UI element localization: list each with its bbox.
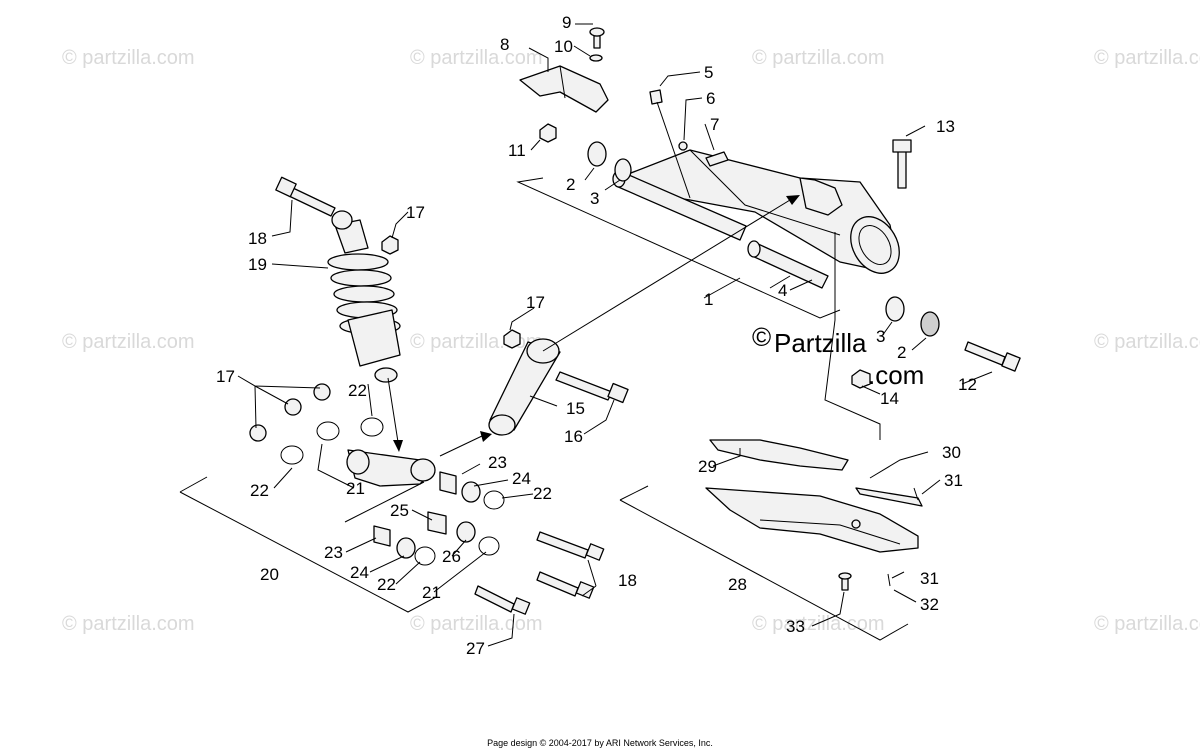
callout-21: 21 bbox=[422, 583, 441, 602]
callout-18: 18 bbox=[618, 571, 637, 590]
watermark-text: © partzilla.com bbox=[1094, 331, 1200, 353]
watermark-text: © partzilla.com bbox=[62, 613, 195, 635]
copyright-symbol: © bbox=[752, 322, 771, 352]
callout-26: 26 bbox=[442, 547, 461, 566]
callout-10: 10 bbox=[554, 37, 573, 56]
callout-2: 2 bbox=[566, 175, 575, 194]
watermark-text: © partzilla.com bbox=[62, 331, 195, 353]
callout-22: 22 bbox=[533, 484, 552, 503]
callout-28: 28 bbox=[728, 575, 747, 594]
callout-21: 21 bbox=[346, 479, 365, 498]
callout-32: 32 bbox=[920, 595, 939, 614]
leader-lines bbox=[237, 23, 993, 647]
callout-31: 31 bbox=[920, 569, 939, 588]
callout-3: 3 bbox=[590, 189, 599, 208]
callout-31: 31 bbox=[944, 471, 963, 490]
callout-17: 17 bbox=[216, 367, 235, 386]
arrows bbox=[387, 195, 800, 457]
watermark-text: © partzilla.com bbox=[62, 47, 195, 69]
callout-12: 12 bbox=[958, 375, 977, 394]
callout-23: 23 bbox=[488, 453, 507, 472]
footer-copyright: Page design © 2004-2017 by ARI Network S… bbox=[487, 738, 713, 748]
callout-3: 3 bbox=[876, 327, 885, 346]
watermark-domain: .com bbox=[868, 360, 924, 390]
watermarks: © partzilla.com © partzilla.com © partzi… bbox=[62, 47, 1200, 635]
swing-arm-icon bbox=[519, 27, 1021, 389]
callout-27: 27 bbox=[466, 639, 485, 658]
callout-20: 20 bbox=[260, 565, 279, 584]
watermark-text: © partzilla.com bbox=[410, 613, 543, 635]
watermark-text: © partzilla.com bbox=[1094, 47, 1200, 69]
callout-22: 22 bbox=[348, 381, 367, 400]
callout-5: 5 bbox=[704, 63, 713, 82]
watermark-text: © partzilla.com bbox=[752, 47, 885, 69]
callout-17: 17 bbox=[526, 293, 545, 312]
callout-4: 4 bbox=[778, 281, 787, 300]
linkage-icon bbox=[488, 329, 629, 436]
watermark-text: © partzilla.com bbox=[410, 331, 543, 353]
callout-11: 11 bbox=[508, 141, 526, 160]
callout-25: 25 bbox=[390, 501, 409, 520]
callout-13: 13 bbox=[936, 117, 955, 136]
callout-18: 18 bbox=[248, 229, 267, 248]
callout-17: 17 bbox=[406, 203, 425, 222]
callout-2: 2 bbox=[897, 343, 906, 362]
watermark-text: © partzilla.com bbox=[752, 613, 885, 635]
rocker-assembly bbox=[249, 383, 605, 615]
callout-8: 8 bbox=[500, 35, 509, 54]
callout-33: 33 bbox=[786, 617, 805, 636]
callout-24: 24 bbox=[512, 469, 531, 488]
group-brackets bbox=[179, 177, 909, 641]
callout-9: 9 bbox=[562, 13, 571, 32]
callout-22: 22 bbox=[377, 575, 396, 594]
partzilla-watermark: © Partzilla .com bbox=[752, 322, 924, 390]
watermark-text: © partzilla.com bbox=[1094, 613, 1200, 635]
skid-plate-icon bbox=[705, 439, 923, 591]
watermark-brand: Partzilla bbox=[774, 328, 867, 358]
callout-19: 19 bbox=[248, 255, 267, 274]
callout-30: 30 bbox=[942, 443, 961, 462]
callout-14: 14 bbox=[880, 389, 899, 408]
callout-labels: 1 2 3 4 3 2 5 6 7 8 9 10 11 12 13 14 15 … bbox=[216, 13, 977, 658]
callout-1: 1 bbox=[704, 290, 713, 309]
callout-22: 22 bbox=[250, 481, 269, 500]
callout-7: 7 bbox=[710, 115, 719, 134]
callout-29: 29 bbox=[698, 457, 717, 476]
watermark-text: © partzilla.com bbox=[410, 47, 543, 69]
callout-6: 6 bbox=[706, 89, 715, 108]
shock-absorber-icon bbox=[275, 176, 401, 383]
callout-15: 15 bbox=[566, 399, 585, 418]
callout-24: 24 bbox=[350, 563, 369, 582]
callout-23: 23 bbox=[324, 543, 343, 562]
callout-16: 16 bbox=[564, 427, 583, 446]
